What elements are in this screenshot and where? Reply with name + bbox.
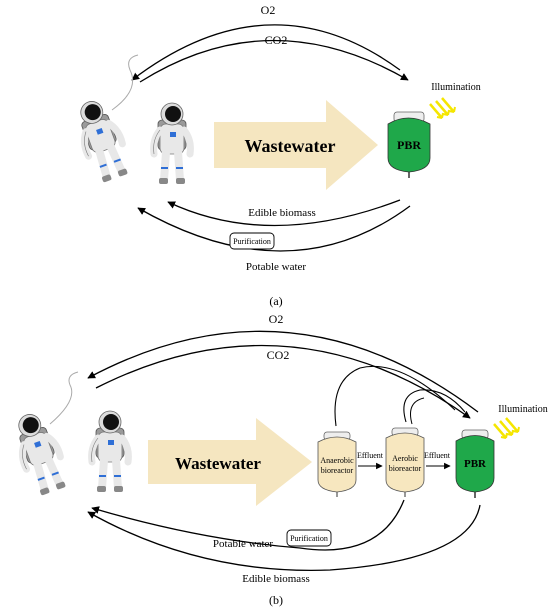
potable-water-arrow [137, 205, 411, 252]
anaerobic-label-1: Anaerobic [320, 456, 354, 465]
edible-biomass-arrow [87, 504, 481, 572]
wastewater-label: Wastewater [245, 136, 336, 156]
caption-b: (b) [269, 593, 283, 607]
effluent-label-1: Effluent [357, 451, 384, 460]
o2-label: O2 [269, 312, 284, 326]
panel-a: O2 CO2 Wastewater PBR Illumination Edibl… [71, 3, 481, 308]
purification-box [229, 232, 275, 250]
pbr-label: PBR [397, 138, 421, 152]
illumination-label: Illumination [431, 82, 480, 93]
co2-feed-aerobic [403, 389, 466, 423]
o2-arrow [87, 330, 479, 413]
illumination-label: Illumination [498, 404, 547, 415]
potable-water-label: Potable water [213, 538, 274, 550]
pbr-reactor: PBR [387, 111, 431, 178]
wastewater-arrow [214, 100, 378, 190]
pbr-label: PBR [464, 458, 487, 470]
wastewater-arrow [148, 418, 312, 506]
co2-arrow [95, 344, 471, 419]
co2-feed-aerobic-2 [410, 397, 425, 425]
astronaut-icon [92, 411, 129, 492]
sun-rays-icon [428, 96, 457, 120]
anaerobic-label-2: bioreactor [321, 466, 354, 475]
co2-label: CO2 [267, 348, 290, 362]
edible-biomass-arrow [167, 199, 401, 227]
bioreactor-icon [317, 431, 357, 497]
pbr-reactor: PBR [455, 429, 495, 498]
purification-label: Purification [290, 534, 328, 543]
tether-line [49, 371, 79, 425]
co2-label: CO2 [265, 33, 288, 47]
effluent-label-2: Effluent [424, 451, 451, 460]
aerobic-label-1: Aerobic [392, 454, 418, 463]
o2-label: O2 [261, 3, 276, 17]
purification-box [286, 529, 332, 547]
co2-arrow [139, 39, 409, 83]
potable-water-arrow [91, 499, 405, 551]
astronaut-icon [9, 409, 71, 498]
co2-feed-anaerobic [334, 365, 456, 427]
edible-biomass-label: Edible biomass [242, 573, 310, 585]
o2-arrow [131, 24, 401, 81]
edible-biomass-label: Edible biomass [248, 207, 316, 219]
bioreactor-icon [385, 427, 425, 497]
potable-water-label: Potable water [246, 261, 307, 273]
astronaut-icon [154, 103, 191, 184]
sun-rays-icon [492, 416, 521, 440]
caption-a: (a) [269, 294, 282, 308]
tether-line [111, 54, 139, 111]
aerobic-label-2: bioreactor [389, 464, 422, 473]
panel-b: O2 CO2 Wastewater Anaerobic bioreactor E… [9, 312, 548, 607]
astronaut-icon [71, 96, 133, 185]
wastewater-label: Wastewater [175, 454, 261, 473]
purification-label: Purification [233, 237, 271, 246]
